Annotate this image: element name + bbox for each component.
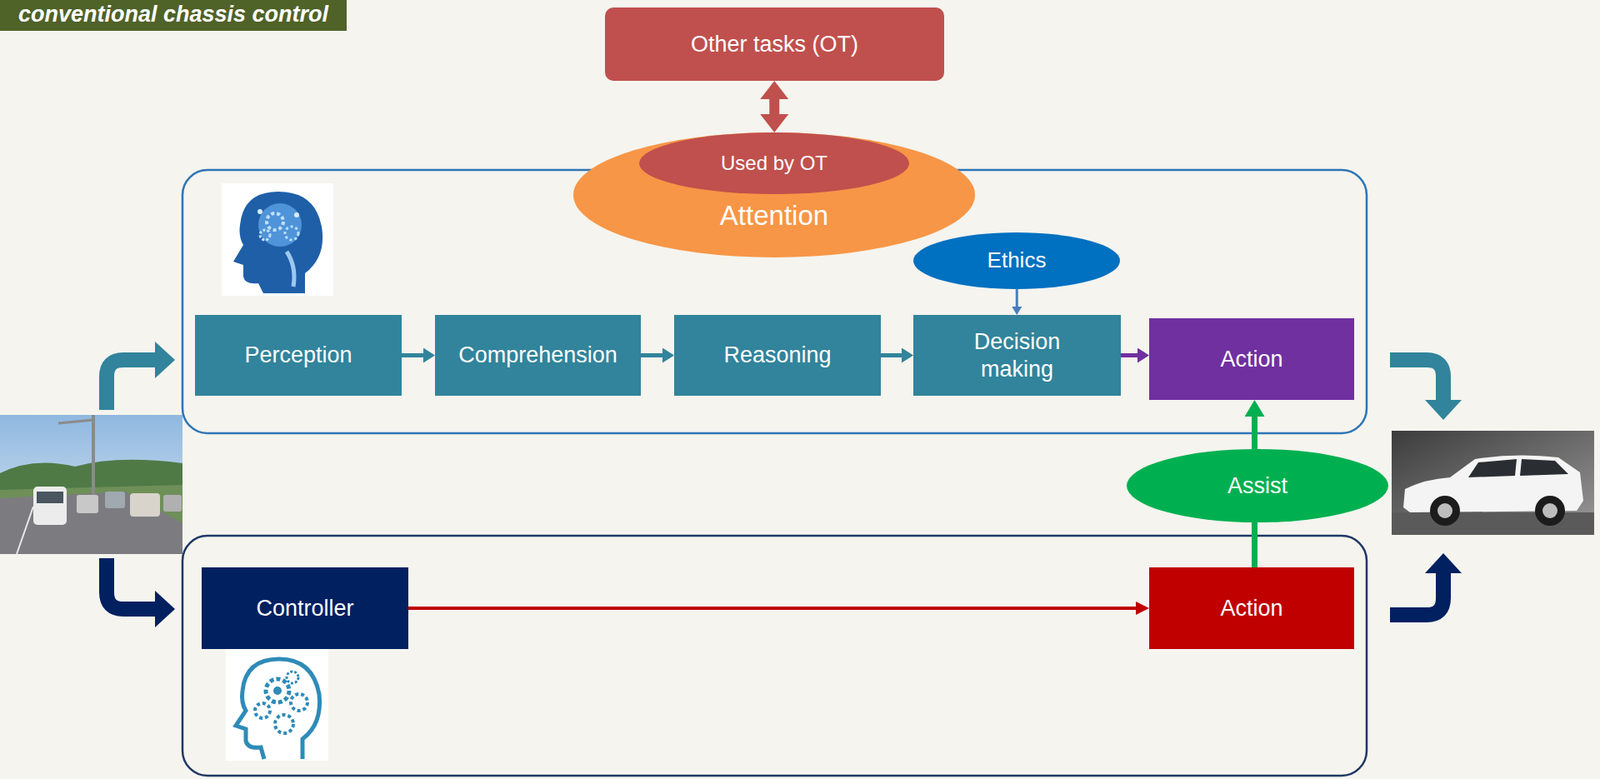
connector <box>1015 289 1019 307</box>
process-box: Decision making <box>913 315 1121 396</box>
node-label: Used by OT <box>720 151 828 176</box>
flow-arrow <box>106 341 175 410</box>
human-driver-container <box>182 170 1367 434</box>
attention-ellipse: Attention Used by OT <box>573 132 975 258</box>
car-photo <box>1391 430 1595 535</box>
node-label: Controller <box>255 595 354 622</box>
node-label: Action <box>1220 595 1283 622</box>
assist-ellipse: Assist <box>1126 449 1389 523</box>
node-label: Perception <box>244 341 352 369</box>
connector <box>1251 522 1258 568</box>
action-box: Action <box>1149 318 1355 400</box>
controller-container <box>182 535 1367 776</box>
action-box: Action <box>1149 567 1355 650</box>
title-band: conventional chassis control <box>0 0 347 31</box>
node-label: Other tasks (OT) <box>690 30 859 58</box>
controller-box: Controller <box>201 567 409 650</box>
task-box: Other tasks (OT) <box>605 7 945 81</box>
connector <box>401 353 424 358</box>
node-label: Attention <box>720 199 829 233</box>
flow-arrow <box>1390 553 1462 615</box>
connector <box>880 353 902 358</box>
process-box: Comprehension <box>435 315 641 396</box>
connector <box>1120 353 1138 358</box>
node-label: Assist <box>1227 472 1288 500</box>
gear-head-illustration <box>225 649 329 761</box>
connector <box>408 606 1136 610</box>
node-label: Comprehension <box>458 341 618 369</box>
connector <box>640 353 663 358</box>
process-box: Reasoning <box>674 315 881 396</box>
attention-share-ellipse: Used by OT <box>639 132 910 195</box>
node-label: Action <box>1220 345 1283 373</box>
process-box: Perception <box>195 315 402 396</box>
flow-arrow <box>1390 360 1462 420</box>
node-label: Ethics <box>987 247 1047 274</box>
flow-arrow <box>106 558 175 628</box>
ethics-ellipse: Ethics <box>913 232 1120 290</box>
brain-illustration <box>221 183 334 296</box>
connector <box>769 99 780 115</box>
node-label: Decision making <box>946 328 1089 383</box>
slide-title: conventional chassis control <box>18 1 329 28</box>
traffic-photo <box>0 415 183 555</box>
node-label: Reasoning <box>723 341 831 369</box>
connector <box>1251 416 1258 450</box>
